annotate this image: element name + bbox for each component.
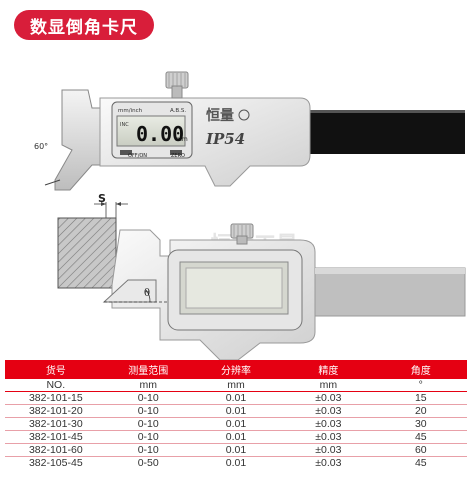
table-cell: 382-101-45 [5, 430, 107, 444]
ip-label: IP54 [205, 130, 245, 148]
table-row: 382-101-60 0-10 0.01 ±0.03 60 [5, 443, 467, 457]
table-cell: ±0.03 [282, 417, 375, 431]
table-cell: 0.01 [189, 417, 283, 431]
table-cell: 0.01 [189, 443, 283, 457]
table-cell: 382-101-20 [5, 404, 107, 418]
workpiece [57, 217, 117, 289]
brand-logo-icon [238, 109, 250, 121]
unit-top-label: mm/inch [118, 108, 143, 114]
table-cell: 45 [374, 430, 467, 444]
table-cell: 0.01 [225, 457, 247, 469]
table-cell: 0-10 [106, 417, 190, 431]
unit-abs-label: A.B.S. [170, 108, 186, 114]
caliper-illustration: 60° mm/inch A.B.S. INC 0.00 mm OFF/ON ZE… [34, 71, 466, 360]
table-cell: ±0.03 [282, 391, 375, 405]
unit-cell: mm [189, 379, 283, 392]
off-on-label: OFF/ON [128, 153, 147, 159]
zero-label: ZERO [171, 153, 185, 159]
off-on-button[interactable] [120, 150, 132, 155]
spec-table: 货号 测量范围 分辨率 精度 角度 NO. mm mm mm ° 382-101… [5, 360, 467, 469]
top-caliper: 60° mm/inch A.B.S. INC 0.00 mm OFF/ON ZE… [34, 71, 465, 191]
table-cell: 382-101-15 [5, 391, 107, 405]
table-row: 382-101-45 0-10 0.01 ±0.03 45 [5, 430, 467, 444]
table-header-row: 货号 测量范围 分辨率 精度 角度 [5, 360, 467, 379]
unit-cell: NO. [5, 379, 107, 392]
table-row: 382-101-15 0-10 0.01 ±0.03 15 [5, 391, 467, 405]
table-units-row: NO. mm mm mm ° [5, 379, 467, 392]
table-cell: 45 [414, 457, 427, 469]
table-cell: 30 [374, 417, 467, 431]
table-cell: 0.01 [189, 430, 283, 444]
table-cell: 382-101-60 [5, 443, 107, 457]
unit-cell: ° [374, 379, 467, 392]
table-cell: 60 [374, 443, 467, 457]
table-cell: 0-10 [106, 443, 190, 457]
table-cell: 0-50 [137, 457, 159, 469]
header-resolution: 分辨率 [220, 366, 251, 377]
spec-table-container: 货号 测量范围 分辨率 精度 角度 NO. mm mm mm ° 382-101… [5, 360, 467, 469]
table-cell: 0.01 [189, 404, 283, 418]
table-cell: 0-10 [106, 391, 190, 405]
table-cell: 15 [374, 391, 467, 405]
page-title: 数显倒角卡尺 [14, 10, 154, 40]
measurement-diagram: S 恒数工量 θ [57, 192, 466, 360]
table-row: 382-105-45 0-50 0.01 ±0.03 45 [5, 457, 467, 469]
header-part-no: 货号 [45, 366, 66, 377]
table-cell: 20 [374, 404, 467, 418]
lcd-screen [116, 115, 186, 147]
table-cell: 0-10 [106, 404, 190, 418]
zero-button[interactable] [170, 150, 182, 155]
header-accuracy: 精度 [318, 366, 339, 377]
unit-cell: mm [282, 379, 375, 392]
s-label: S [98, 192, 106, 205]
table-cell: ±0.03 [282, 404, 375, 418]
unit-cell: mm [106, 379, 190, 392]
chamfer-jaw [54, 89, 106, 191]
table-row: 382-101-20 0-10 0.01 ±0.03 20 [5, 404, 467, 418]
angle-label: 60° [34, 142, 48, 151]
brand-label: 恒量 [206, 107, 234, 124]
header-range: 测量范围 [128, 366, 169, 377]
header-angle: 角度 [410, 366, 431, 377]
table-cell: 382-105-45 [28, 457, 83, 469]
table-cell: ±0.03 [315, 457, 342, 469]
table-cell: 382-101-30 [5, 417, 107, 431]
table-cell: 0-10 [106, 430, 190, 444]
mm-unit: mm [176, 136, 188, 143]
table-cell: 0.01 [189, 391, 283, 405]
table-cell: ±0.03 [282, 430, 375, 444]
lcd-reading: 0.00 [136, 122, 184, 146]
theta-label: θ [144, 288, 150, 299]
table-cell: ±0.03 [282, 443, 375, 457]
table-row: 382-101-30 0-10 0.01 ±0.03 30 [5, 417, 467, 431]
inc-label: INC [120, 122, 129, 128]
